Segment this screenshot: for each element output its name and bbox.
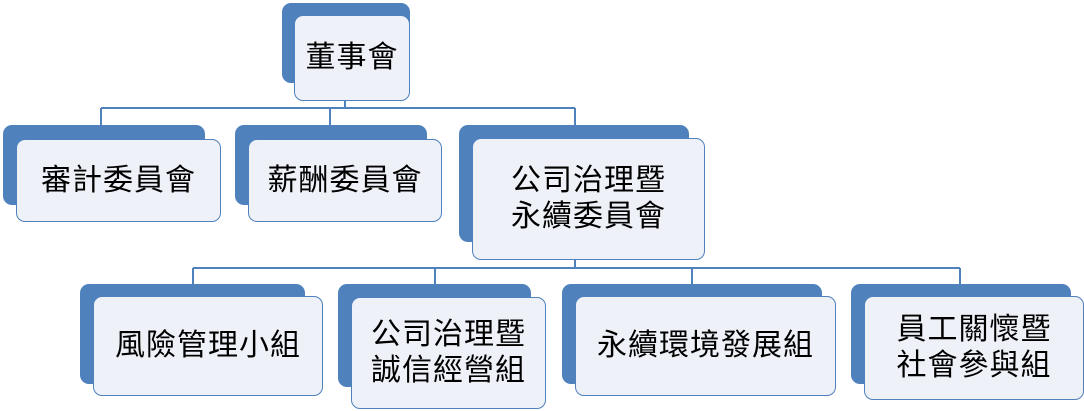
node-label-line: 員工關懷暨 [896,312,1052,347]
node-label-line: 社會參與組 [896,348,1052,383]
node-label-line: 公司治理暨 [511,163,666,198]
node-label: 公司治理暨 永續委員會 [511,163,666,235]
node-label: 薪酬委員會 [268,163,423,199]
node-label: 永續環境發展組 [597,328,814,364]
node-label-line: 公司治理暨 [371,317,526,352]
node-label-line: 風險管理小組 [115,328,301,363]
node-label: 員工關懷暨 社會參與組 [897,312,1052,384]
node-label: 風險管理小組 [115,328,301,364]
node-label-line: 審計委員會 [41,162,196,198]
node-label-line: 誠信經營組 [371,353,526,388]
node-label-line: 董事會 [305,40,399,75]
node-label-line: 薪酬委員會 [267,162,423,198]
node-label-line: 永續環境發展組 [597,328,814,363]
node-label: 董事會 [306,40,399,76]
node-label: 公司治理暨 誠信經營組 [371,317,526,389]
node-label: 審計委員會 [41,163,196,199]
node-label-line: 永續委員會 [511,199,666,234]
